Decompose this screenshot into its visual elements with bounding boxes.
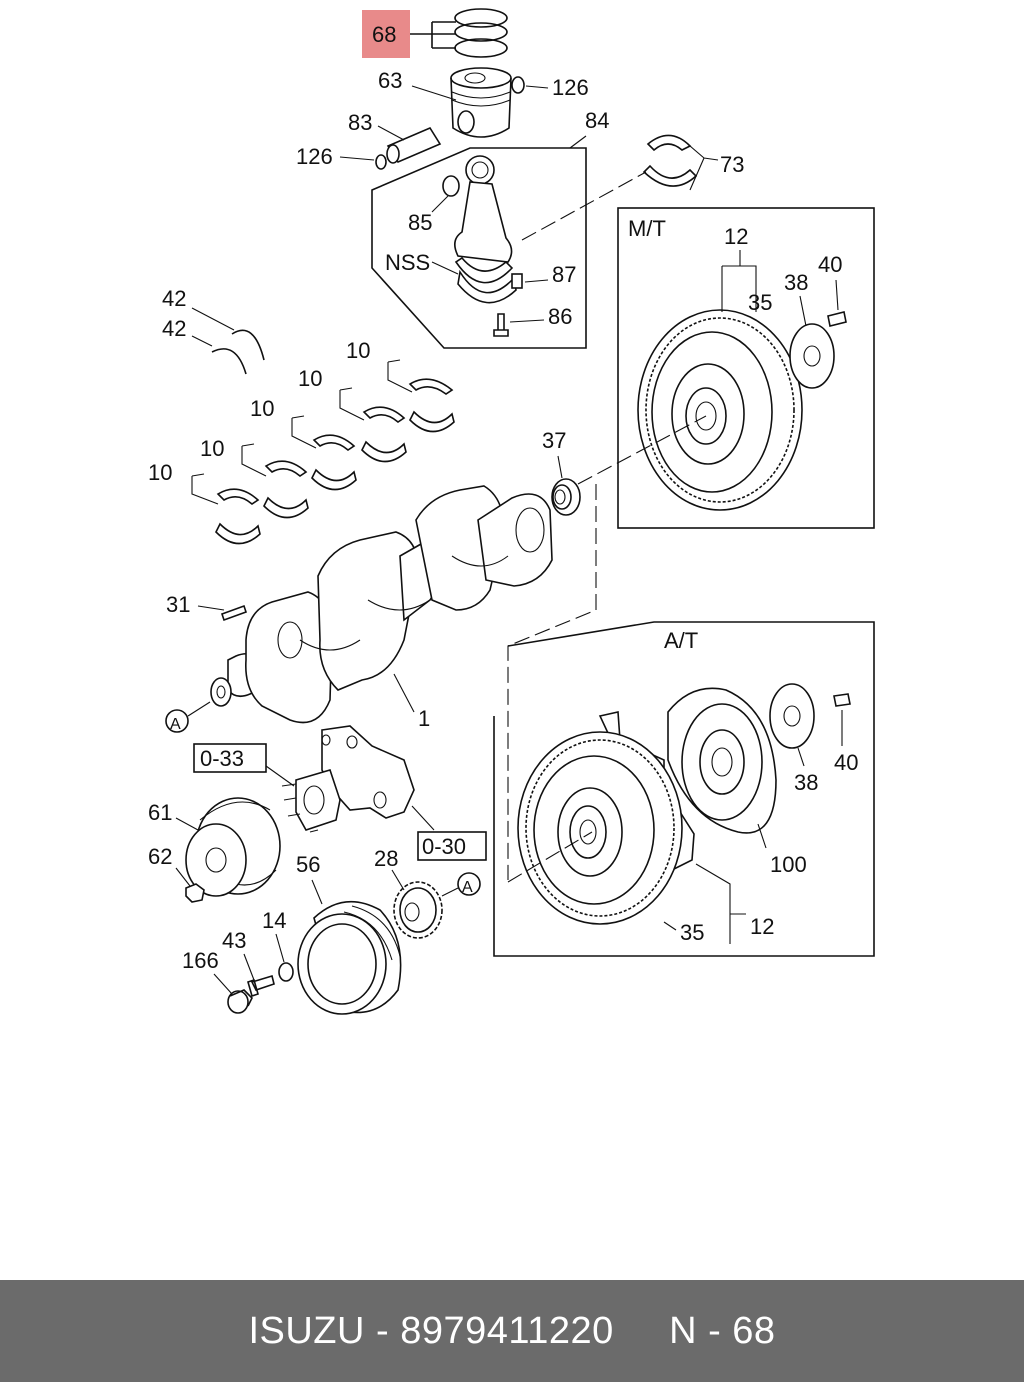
- callout-10-5: 10: [346, 338, 370, 363]
- callout-35-at: 35: [680, 920, 704, 945]
- crank-gear: [393, 881, 443, 939]
- callout-68: 68: [372, 22, 396, 47]
- at-flywheel: [517, 711, 695, 925]
- callout-10-1: 10: [148, 460, 172, 485]
- crank-key: [220, 604, 248, 622]
- at-panel-label: A/T: [664, 628, 698, 653]
- ref-o33: 0-33: [200, 746, 244, 771]
- footer-bar: ISUZU - 8979411220 N - 68: [0, 1280, 1024, 1382]
- at-flexplate: [667, 687, 777, 834]
- callout-83: 83: [348, 110, 372, 135]
- footer-brand: ISUZU: [248, 1309, 365, 1352]
- ref-o30: 0-30: [422, 834, 466, 859]
- callout-40-at: 40: [834, 750, 858, 775]
- at-panel: [493, 621, 875, 957]
- callout-nss: NSS: [385, 250, 430, 275]
- pilot-bearing: [551, 478, 581, 516]
- callout-62: 62: [148, 844, 172, 869]
- callout-12-at: 12: [750, 914, 774, 939]
- at-bolt: [833, 693, 851, 707]
- ref-a-right: A: [462, 879, 473, 896]
- piston-rings: [454, 8, 508, 58]
- ref-o33-box: [193, 743, 267, 773]
- ref-a-left-circle: [165, 709, 189, 733]
- callout-166: 166: [182, 948, 219, 973]
- connecting-rod: [454, 155, 517, 304]
- callout-28: 28: [374, 846, 398, 871]
- ref-a-right-circle: [457, 872, 481, 896]
- thrust-washer-upper: [231, 329, 265, 361]
- rod-nut: [511, 273, 523, 289]
- bolt-43: [247, 974, 275, 998]
- callout-87: 87: [552, 262, 576, 287]
- piston: [450, 67, 512, 138]
- callout-42-upper: 42: [162, 286, 186, 311]
- ref-a-left: A: [170, 716, 181, 733]
- callout-14: 14: [262, 908, 286, 933]
- mt-flywheel: [637, 309, 803, 511]
- callout-43: 43: [222, 928, 246, 953]
- main-bearing-2: [241, 443, 309, 519]
- parts-diagram: 68 63 126 83 126 84 85 NSS 87 86: [148, 8, 875, 1015]
- ref-o30-box: [417, 831, 487, 861]
- callout-37: 37: [542, 428, 566, 453]
- mt-bolt: [827, 311, 847, 327]
- callout-31: 31: [166, 592, 190, 617]
- snap-ring-left: [375, 154, 387, 170]
- callout-10-2: 10: [200, 436, 224, 461]
- main-bearing-1: [191, 473, 261, 545]
- mt-panel-label: M/T: [628, 216, 666, 241]
- at-plate: [769, 683, 815, 749]
- footer-part-number: 8979411220: [400, 1309, 614, 1352]
- footer-separator: -: [364, 1309, 401, 1352]
- cap-166: [227, 989, 253, 1014]
- callout-85: 85: [408, 210, 432, 235]
- main-bearing-4: [339, 387, 407, 463]
- callout-61: 61: [148, 800, 172, 825]
- callout-84: 84: [585, 108, 609, 133]
- piston-pin: [386, 126, 442, 164]
- callout-10-3: 10: [250, 396, 274, 421]
- highlight-box-68: [362, 10, 410, 58]
- oil-pump-housing: [281, 725, 415, 833]
- callout-42-lower: 42: [162, 316, 186, 341]
- callout-35-mt: 35: [748, 290, 772, 315]
- bushing: [442, 175, 460, 197]
- callout-126-top: 126: [552, 75, 589, 100]
- callout-73: 73: [720, 152, 744, 177]
- crank-pulley: [185, 797, 281, 897]
- thrust-washer-lower: [211, 348, 247, 375]
- crankshaft: [210, 485, 553, 724]
- con-rod-group-outline: [371, 147, 587, 349]
- snap-ring-top: [511, 76, 525, 94]
- damper-pulley: [297, 900, 402, 1015]
- main-bearing-5: [387, 359, 455, 433]
- callout-126-left: 126: [296, 144, 333, 169]
- callout-38-mt: 38: [784, 270, 808, 295]
- callout-12-mt: 12: [724, 224, 748, 249]
- mt-panel: [617, 207, 875, 529]
- mt-plate: [789, 323, 835, 389]
- callout-100: 100: [770, 852, 807, 877]
- footer-gap: [614, 1310, 669, 1353]
- callout-63: 63: [378, 68, 402, 93]
- callout-56: 56: [296, 852, 320, 877]
- rod-bolt: [493, 313, 509, 337]
- callout-10-4: 10: [298, 366, 322, 391]
- callout-1: 1: [418, 706, 430, 731]
- main-bearing-3: [291, 415, 357, 491]
- callout-86: 86: [548, 304, 572, 329]
- nut-62: [185, 883, 205, 903]
- washer-14: [278, 962, 294, 982]
- callout-38-at: 38: [794, 770, 818, 795]
- callout-40-mt: 40: [818, 252, 842, 277]
- rod-bearing: [642, 134, 698, 187]
- footer-page: N - 68: [669, 1309, 776, 1352]
